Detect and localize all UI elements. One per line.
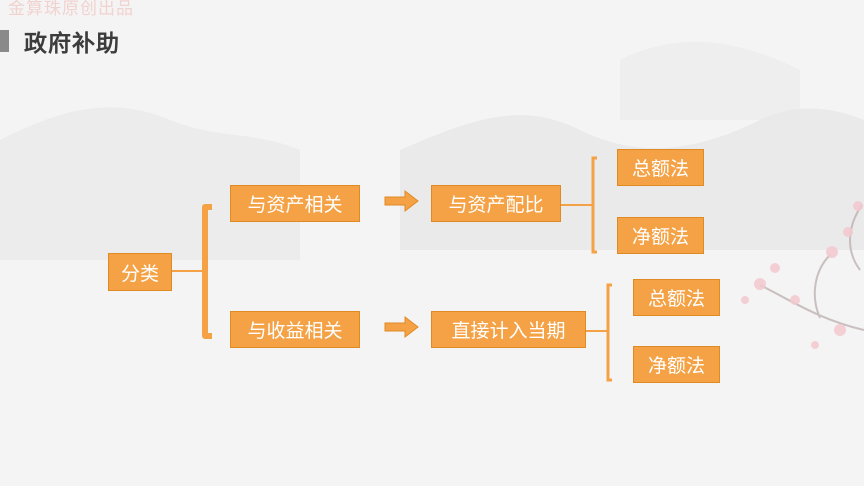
- method-node-income: 直接计入当期: [431, 311, 586, 348]
- plum-blossoms: [741, 201, 863, 349]
- option-node-asset-gross: 总额法: [617, 149, 704, 186]
- mountain-silhouette: [620, 41, 800, 120]
- title-accent-bar: [0, 30, 9, 52]
- option-node-asset-net: 净额法: [617, 217, 704, 254]
- branch-node-asset: 与资产相关: [230, 185, 360, 222]
- option-node-income-net: 净额法: [633, 346, 720, 383]
- watermark: 金算珠原创出品: [8, 0, 134, 19]
- method-node-asset: 与资产配比: [431, 185, 561, 222]
- root-node: 分类: [108, 253, 172, 291]
- option-node-income-gross: 总额法: [633, 279, 720, 316]
- mountain-silhouette: [0, 107, 300, 260]
- page-title: 政府补助: [24, 31, 120, 57]
- branch-node-income: 与收益相关: [230, 311, 360, 348]
